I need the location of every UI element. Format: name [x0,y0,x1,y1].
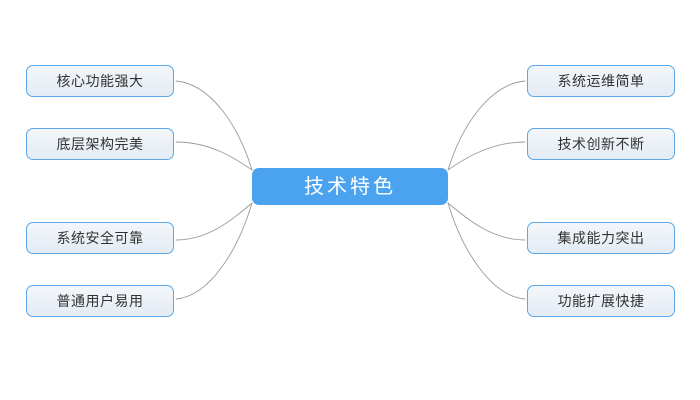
connector-left-4 [175,202,253,300]
branch-label: 技术创新不断 [557,136,645,152]
central-node[interactable]: 技术特色 [252,168,448,205]
central-node-label: 技术特色 [304,175,396,198]
branch-node-left-4[interactable]: 普通用户易用 [26,285,174,317]
connector-right-4 [447,202,526,300]
connector-right-1 [447,80,526,171]
branch-node-left-1[interactable]: 核心功能强大 [26,65,174,97]
branch-node-right-1[interactable]: 系统运维简单 [527,65,675,97]
branch-label: 系统安全可靠 [56,230,144,246]
branch-label: 普通用户易用 [56,293,144,309]
connector-left-1 [175,80,253,171]
branch-label: 集成能力突出 [557,230,645,246]
branch-label: 底层架构完美 [56,136,144,152]
connector-right-3 [447,202,526,241]
branch-label: 核心功能强大 [56,73,144,89]
branch-node-right-2[interactable]: 技术创新不断 [527,128,675,160]
connector-right-2 [447,141,526,171]
branch-node-right-3[interactable]: 集成能力突出 [527,222,675,254]
branch-node-right-4[interactable]: 功能扩展快捷 [527,285,675,317]
connector-left-2 [175,141,253,171]
branch-node-left-3[interactable]: 系统安全可靠 [26,222,174,254]
connector-left-3 [175,202,253,241]
branch-label: 功能扩展快捷 [557,293,645,309]
branch-node-left-2[interactable]: 底层架构完美 [26,128,174,160]
branch-label: 系统运维简单 [557,73,645,89]
